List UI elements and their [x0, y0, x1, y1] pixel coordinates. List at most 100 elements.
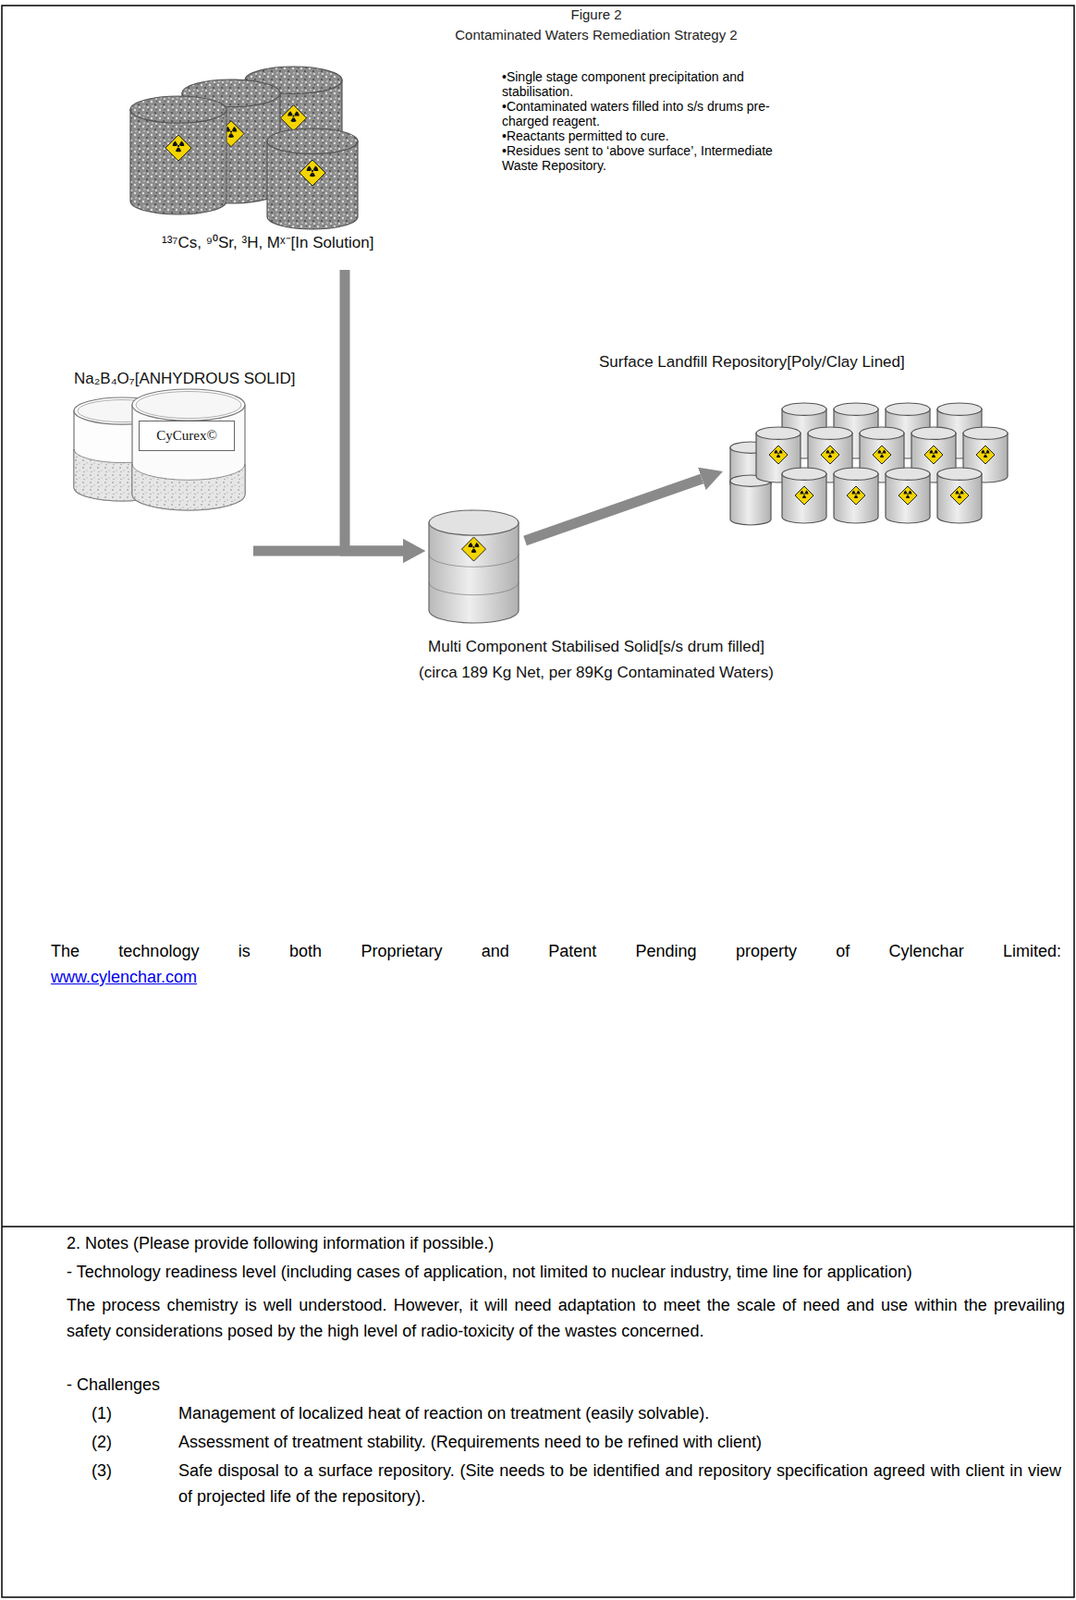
trefoil-blade	[882, 450, 887, 454]
trefoil-centre	[177, 145, 180, 147]
drum-contents	[132, 464, 245, 511]
trefoil-symbol	[981, 450, 991, 458]
drum-lid	[911, 427, 956, 440]
trefoil-centre	[958, 493, 961, 496]
drum	[267, 128, 358, 230]
trefoil-blade	[179, 141, 184, 147]
drum-brand-label: CyCurex©	[138, 420, 235, 452]
drum	[782, 467, 827, 524]
trefoil-blade	[309, 171, 316, 177]
trefoil-blade	[831, 450, 835, 454]
repository-label: Surface Landfill Repository[Poly/Clay Li…	[599, 351, 905, 374]
trefoil-blade	[826, 450, 831, 454]
radiation-label	[165, 134, 192, 161]
trefoil-blade	[981, 450, 986, 454]
drum-lid	[782, 467, 827, 480]
trefoil-centre	[311, 170, 314, 172]
trefoil-blade	[468, 542, 474, 548]
list-number: (1)	[91, 1400, 166, 1427]
drum	[937, 467, 982, 524]
trefoil-symbol	[826, 450, 835, 458]
trefoil-blade	[293, 110, 299, 116]
trefoil-symbol	[306, 165, 319, 177]
drum-opening	[135, 391, 242, 419]
trefoil-symbol	[904, 490, 913, 499]
trefoil-symbol	[774, 450, 783, 458]
hazard-diamond	[950, 486, 969, 505]
drum	[428, 510, 519, 624]
trefoil-centre	[984, 452, 987, 455]
reagent-label: Na₂B₄O₇[ANHYDROUS SOLID]	[73, 367, 296, 391]
trefoil-blade	[904, 490, 908, 495]
page-frame	[1, 5, 1075, 1598]
trefoil-symbol	[468, 542, 480, 553]
trefoil-blade	[313, 165, 318, 171]
drum-body	[885, 474, 930, 524]
trefoil-blade	[856, 490, 861, 495]
trefoil-blade	[290, 117, 296, 123]
trefoil-symbol	[172, 141, 185, 153]
trefoil-centre	[906, 493, 909, 496]
hazard-diamond	[846, 486, 866, 505]
drum-rib	[428, 582, 519, 596]
drum	[132, 389, 245, 511]
process-arrow	[344, 269, 404, 551]
radiation-label	[299, 159, 326, 186]
trefoil-blade	[172, 141, 178, 147]
drum	[885, 467, 930, 524]
list-number: (2)	[91, 1429, 166, 1456]
trefoil-centre	[880, 452, 883, 455]
drum-body	[782, 474, 827, 524]
drum-lid	[756, 427, 801, 440]
hazard-diamond	[281, 105, 307, 132]
trefoil-blade	[471, 549, 477, 553]
challenge-text: Safe disposal to a surface repository. (…	[178, 1457, 1062, 1510]
trefoil-centre	[855, 493, 857, 496]
radiation-label	[976, 445, 995, 465]
trefoil-centre	[472, 546, 475, 549]
trefoil-centre	[292, 114, 294, 117]
radiation-label	[924, 445, 943, 465]
hazard-diamond	[976, 445, 995, 465]
ownership-statement: The technology is both Proprietary and P…	[50, 938, 1062, 965]
process-arrow	[253, 546, 404, 557]
hazard-diamond	[462, 537, 487, 562]
section-divider	[1, 1225, 1075, 1228]
drum-lid	[885, 467, 930, 480]
trefoil-blade	[474, 542, 479, 548]
trefoil-blade	[175, 147, 182, 153]
drum	[730, 475, 771, 526]
hazard-diamond	[299, 159, 326, 186]
trefoil-blade	[774, 450, 779, 454]
trefoil-symbol	[852, 490, 861, 499]
trefoil-blade	[232, 126, 237, 132]
drum-lid	[807, 427, 853, 440]
drum	[130, 96, 227, 215]
trefoil-blade	[802, 495, 807, 499]
trefoil-centre	[932, 452, 935, 455]
list-number: (3)	[91, 1457, 166, 1484]
trefoil-symbol	[287, 110, 300, 123]
trefoil-blade	[854, 495, 859, 499]
trefoil-blade	[929, 450, 934, 454]
trefoil-blade	[800, 490, 805, 495]
trefoil-blade	[779, 450, 783, 454]
drum-body	[833, 474, 879, 524]
bullet-note: •Reactants permitted to cure.	[501, 128, 807, 144]
trefoil-centre	[230, 130, 233, 133]
drum-lid	[885, 403, 930, 416]
drum-body	[130, 110, 227, 215]
hazard-diamond	[165, 134, 192, 161]
trefoil-blade	[931, 454, 937, 458]
challenge-text: Management of localized heat of reaction…	[178, 1400, 1062, 1427]
radiation-label	[846, 486, 866, 505]
radiation-label	[281, 105, 307, 132]
product-mass-note: (circa 189 Kg Net, per 89Kg Contaminated…	[180, 661, 1013, 685]
trefoil-blade	[960, 490, 965, 495]
radiation-label	[950, 486, 969, 505]
trefoil-blade	[905, 495, 911, 499]
trefoil-blade	[828, 454, 833, 458]
drum-lid	[130, 96, 227, 123]
